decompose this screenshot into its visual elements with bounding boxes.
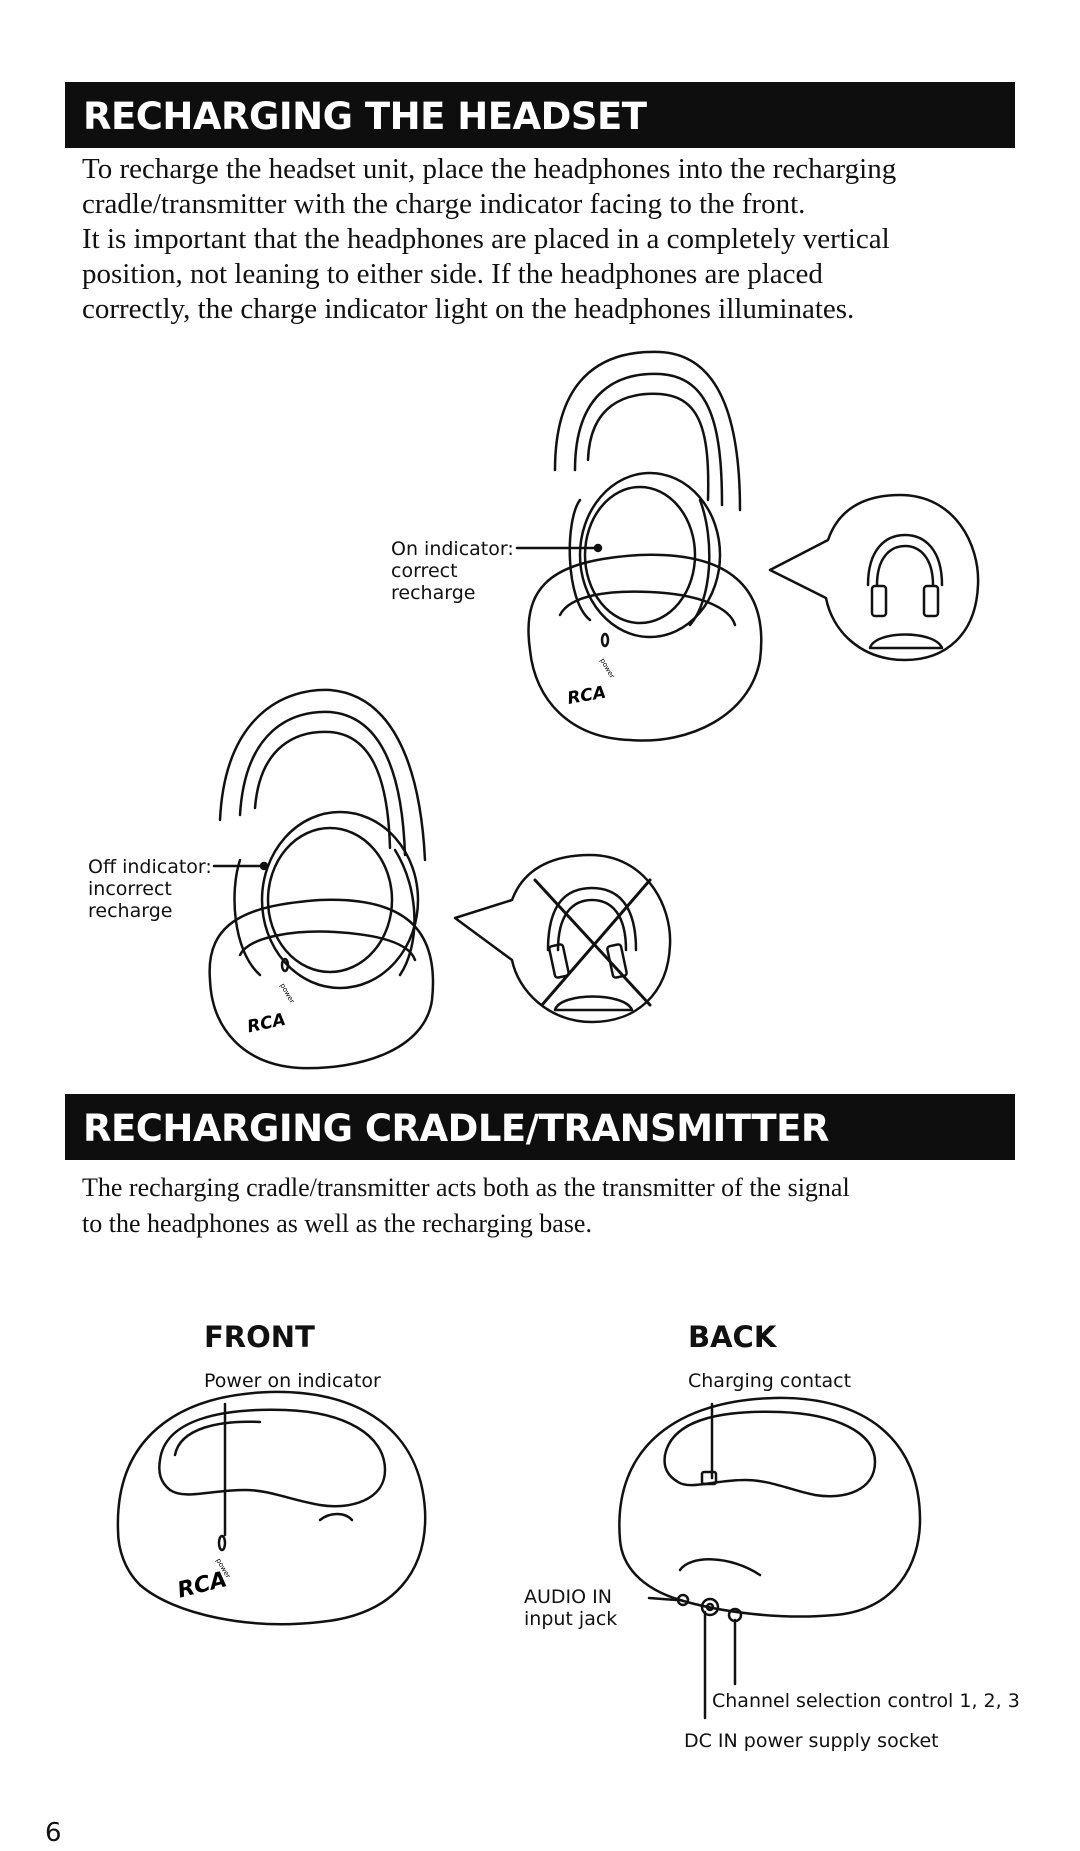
label-line: correct: [391, 560, 458, 582]
section-banner-recharging-headset: RECHARGING THE HEADSET: [65, 82, 1015, 148]
front-heading: FRONT: [204, 1320, 315, 1354]
section-body-recharging-headset: To recharge the headset unit, place the …: [82, 152, 1012, 327]
paragraph-line: It is important that the headphones are …: [82, 223, 890, 255]
channel-selection-label: Channel selection control 1, 2, 3: [712, 1690, 1020, 1712]
off-indicator-label: Off indicator: incorrect recharge: [88, 856, 212, 922]
label-line: AUDIO IN: [524, 1586, 612, 1608]
section-banner-recharging-cradle: RECHARGING CRADLE/TRANSMITTER: [65, 1094, 1015, 1160]
cradle-front-illustration: [116, 1390, 427, 1626]
label-line: input jack: [524, 1608, 618, 1630]
label-line: On indicator:: [391, 538, 514, 560]
paragraph-line: position, not leaning to either side. If…: [82, 258, 823, 290]
paragraph-line: cradle/transmitter with the charge indic…: [82, 188, 806, 220]
label-line: Off indicator:: [88, 856, 212, 878]
paragraph-line: to the headphones as well as the recharg…: [82, 1209, 592, 1238]
charging-contact-label: Charging contact: [688, 1370, 852, 1392]
power-on-indicator-label: Power on indicator: [204, 1370, 381, 1392]
dc-in-label: DC IN power supply socket: [684, 1730, 939, 1752]
brand-logo-bottom: RCA: [246, 1010, 288, 1038]
paragraph-line: correctly, the charge indicator light on…: [82, 293, 855, 325]
paragraph-line: The recharging cradle/transmitter acts b…: [82, 1173, 850, 1202]
paragraph-line: To recharge the headset unit, place the …: [82, 153, 897, 185]
power-mark: power: [598, 657, 616, 680]
headset-correct-illustration: [515, 350, 763, 742]
cradle-back-illustration: [618, 1396, 922, 1720]
brand-logo-top: RCA: [566, 683, 608, 709]
label-line: incorrect: [88, 878, 172, 900]
page-number: 6: [45, 1818, 62, 1848]
section-title: RECHARGING CRADLE/TRANSMITTER: [83, 1107, 829, 1150]
headset-incorrect-illustration: [208, 688, 435, 1070]
label-line: recharge: [88, 900, 173, 922]
section-body-recharging-cradle: The recharging cradle/transmitter acts b…: [82, 1170, 1012, 1242]
zoom-bubble-incorrect: [453, 853, 672, 1024]
back-heading: BACK: [688, 1320, 777, 1354]
on-indicator-label: On indicator: correct recharge: [391, 538, 514, 604]
power-mark: power: [278, 982, 296, 1005]
zoom-bubble-correct: [768, 493, 980, 662]
audio-in-label: AUDIO IN input jack: [524, 1586, 617, 1630]
label-line: recharge: [391, 582, 476, 604]
section-title: RECHARGING THE HEADSET: [83, 95, 647, 138]
